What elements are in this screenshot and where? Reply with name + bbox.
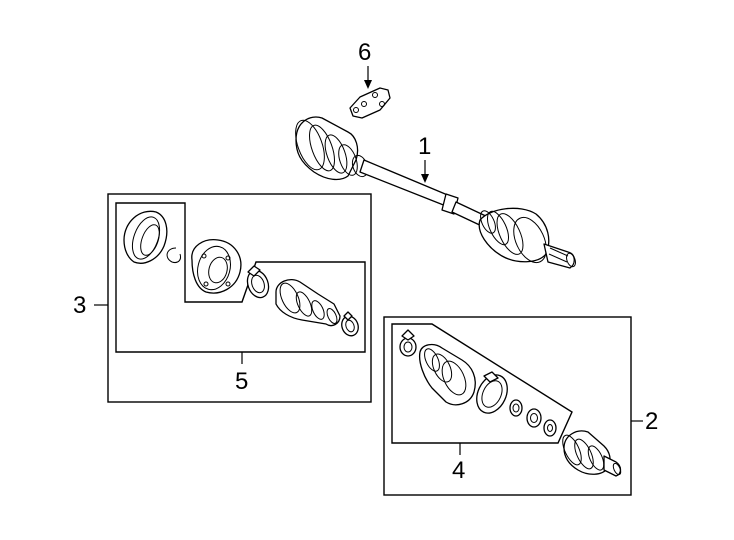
axle-shaft-assembly-icon [295, 116, 576, 269]
cv-joint-icon [562, 430, 622, 477]
snap-ring-icon [509, 399, 523, 417]
leader-1 [421, 160, 429, 183]
callout-4: 4 [452, 457, 465, 484]
group-box-2 [383, 316, 632, 496]
plate-icon [349, 87, 391, 119]
callout-3: 3 [73, 292, 86, 319]
callout-1: 1 [418, 133, 431, 160]
group-box-5 [115, 202, 366, 353]
washer-icon [543, 419, 557, 437]
callout-6: 6 [358, 39, 371, 66]
callout-5: 5 [235, 368, 248, 395]
boot-clamp-icon [246, 265, 270, 299]
small-clamp-icon [341, 311, 359, 337]
callout-2: 2 [645, 408, 658, 435]
leader-6 [364, 66, 372, 89]
group-box-3 [107, 193, 372, 403]
cv-boot-icon [275, 278, 341, 327]
snap-ring-icon [166, 247, 181, 263]
group-box-4 [391, 323, 573, 444]
boot-clamp-icon [399, 329, 417, 357]
bearing-hub-icon [191, 239, 242, 294]
large-clamp-icon [476, 371, 508, 414]
spacer-ring-icon [526, 408, 542, 428]
cv-boot-icon [418, 343, 476, 406]
cv-boot-cover-icon [123, 210, 168, 264]
